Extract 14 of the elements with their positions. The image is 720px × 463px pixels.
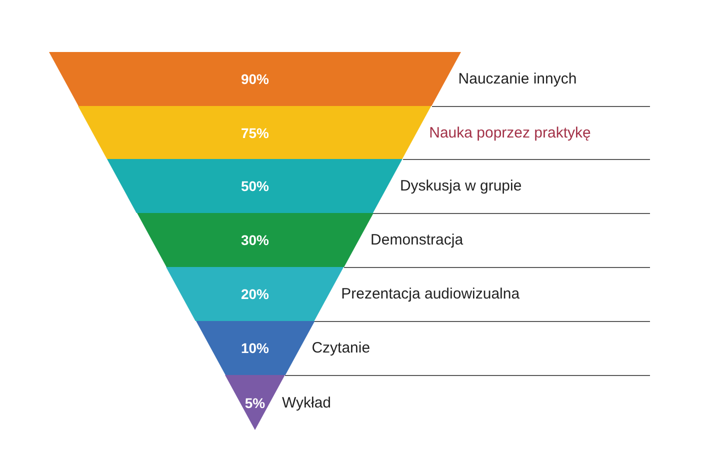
percentage-value: 90% — [240, 71, 270, 87]
percentage-value: 30% — [240, 232, 269, 248]
method-label: Wykład — [282, 394, 332, 411]
method-label: Czytanie — [312, 340, 370, 356]
percentage-value: 5% — [244, 394, 266, 410]
percentage-value: 75% — [240, 124, 269, 140]
method-label: Demonstracja — [370, 232, 464, 248]
method-label: Prezentacja audiowizualna — [341, 286, 520, 302]
percentage-value: 20% — [240, 286, 269, 302]
method-label: Nauka poprzez praktykę — [429, 124, 591, 141]
method-label: Dyskusja w grupie — [400, 178, 522, 194]
method-label: Nauczanie innych — [458, 70, 577, 88]
percentage-value: 50% — [240, 178, 269, 194]
percentage-value: 10% — [240, 340, 269, 356]
